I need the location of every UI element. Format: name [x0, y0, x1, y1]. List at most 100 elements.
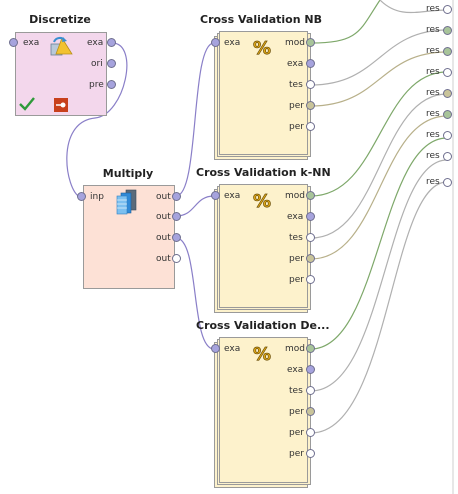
wire-cv-knn-tes[interactable]: [310, 93, 448, 239]
cv-de-output-port-per2[interactable]: [306, 428, 315, 437]
discretize-icon: [50, 36, 73, 56]
wire-cv-nb-tes[interactable]: [310, 29, 448, 86]
discretize-output-label-ori: ori: [91, 59, 103, 69]
result-port-7[interactable]: [443, 131, 452, 140]
percent-icon: %: [253, 344, 272, 364]
multiply-title: Multiply: [102, 167, 154, 180]
cv-knn-output-port-per2[interactable]: [306, 275, 315, 284]
discretize-output-label-pre: pre: [89, 80, 104, 90]
cv-knn-output-port-tes[interactable]: [306, 233, 315, 242]
cv-nb-output-label-exa: exa: [287, 59, 304, 69]
multiply-output-port-4[interactable]: [172, 254, 181, 263]
wire-cv-de-tes[interactable]: [310, 159, 448, 392]
multiply-input-port[interactable]: [77, 192, 86, 201]
cv-knn-output-label-per1: per: [289, 254, 304, 264]
cv-knn-output-label-tes: tes: [289, 233, 303, 243]
cv-nb-output-label-per2: per: [289, 122, 304, 132]
cv-nb-output-port-mod[interactable]: [306, 38, 315, 47]
cv-de-output-label-tes: tes: [289, 386, 303, 396]
cv-knn-output-port-exa[interactable]: [306, 212, 315, 221]
cv-de-input-label: exa: [224, 344, 241, 354]
cv-de-output-label-exa: exa: [287, 365, 304, 375]
cv-de-title: Cross Validation De...: [196, 319, 330, 332]
result-label-9: res: [426, 177, 440, 187]
cv-knn-operator[interactable]: [219, 184, 308, 308]
cv-de-input-port[interactable]: [211, 344, 220, 353]
result-label-3: res: [426, 46, 440, 56]
percent-icon: %: [253, 191, 272, 211]
cv-knn-output-port-per1[interactable]: [306, 254, 315, 263]
cv-nb-output-port-exa[interactable]: [306, 59, 315, 68]
result-port-9[interactable]: [443, 178, 452, 187]
svg-text:%: %: [253, 38, 271, 58]
result-label-8: res: [426, 151, 440, 161]
cv-knn-output-port-mod[interactable]: [306, 191, 315, 200]
cv-nb-output-label-mod: mod: [285, 38, 305, 48]
result-port-4[interactable]: [443, 68, 452, 77]
cv-knn-input-port[interactable]: [211, 191, 220, 200]
cv-de-output-port-mod[interactable]: [306, 344, 315, 353]
result-port-3[interactable]: [443, 47, 452, 56]
multiply-output-port-1[interactable]: [172, 192, 181, 201]
wire-extra-top[interactable]: [379, 0, 448, 14]
discretize-output-port-ori[interactable]: [107, 59, 116, 68]
cv-knn-title: Cross Validation k-NN: [196, 166, 331, 179]
cv-de-output-port-per3[interactable]: [306, 449, 315, 458]
multiply-output-label-1: out: [156, 192, 171, 202]
multiply-input-label: inp: [90, 192, 104, 202]
checkmark-icon: [19, 97, 35, 111]
cv-nb-operator[interactable]: [219, 31, 308, 155]
multiply-output-label-2: out: [156, 212, 171, 222]
multiply-output-label-4: out: [156, 254, 171, 264]
result-port-8[interactable]: [443, 152, 452, 161]
result-label-2: res: [426, 25, 440, 35]
result-port-2[interactable]: [443, 26, 452, 35]
result-port-5[interactable]: [443, 89, 452, 98]
multiply-icon: [116, 189, 137, 215]
cv-nb-output-port-per1[interactable]: [306, 101, 315, 110]
result-label-7: res: [426, 130, 440, 140]
wire-cv-de-per[interactable]: [310, 181, 448, 434]
cv-nb-output-port-tes[interactable]: [306, 80, 315, 89]
cv-knn-output-label-exa: exa: [287, 212, 304, 222]
cv-de-output-port-tes[interactable]: [306, 386, 315, 395]
result-port-1[interactable]: [443, 5, 452, 14]
cv-knn-output-label-mod: mod: [285, 191, 305, 201]
cv-de-output-label-per1: per: [289, 407, 304, 417]
wire-cv-knn-per[interactable]: [310, 115, 448, 260]
result-label-6: res: [426, 109, 440, 119]
wire-cv-knn-mod[interactable]: [310, 71, 448, 197]
cv-nb-output-port-per2[interactable]: [306, 122, 315, 131]
wire-multiply-to-cv-knn[interactable]: [175, 195, 215, 217]
wire-multiply-to-cv-nb[interactable]: [175, 42, 215, 197]
wire-discretize-to-multiply[interactable]: [66, 42, 128, 198]
wire-cv-nb-mod[interactable]: [310, 0, 381, 44]
discretize-output-port-pre[interactable]: [107, 80, 116, 89]
discretize-input-port-exa[interactable]: [9, 38, 18, 47]
wire-multiply-to-cv-de[interactable]: [175, 237, 215, 350]
cv-de-output-label-mod: mod: [285, 344, 305, 354]
multiply-output-port-3[interactable]: [172, 233, 181, 242]
cv-nb-title: Cross Validation NB: [200, 13, 322, 26]
cv-knn-input-label: exa: [224, 191, 241, 201]
result-label-1: res: [426, 4, 440, 14]
cv-de-output-port-per1[interactable]: [306, 407, 315, 416]
cv-de-operator[interactable]: [219, 337, 308, 483]
cv-de-output-label-per2: per: [289, 428, 304, 438]
result-port-6[interactable]: [443, 110, 452, 119]
discretize-output-port-exa[interactable]: [107, 38, 116, 47]
cv-nb-input-port[interactable]: [211, 38, 220, 47]
cv-nb-output-label-tes: tes: [289, 80, 303, 90]
multiply-output-port-2[interactable]: [172, 212, 181, 221]
wire-cv-de-mod[interactable]: [310, 137, 448, 350]
cv-de-output-port-exa[interactable]: [306, 365, 315, 374]
discretize-output-label-exa: exa: [87, 38, 104, 48]
breakpoint-icon: [54, 98, 68, 112]
percent-icon: %: [253, 38, 272, 58]
result-label-4: res: [426, 67, 440, 77]
cv-de-output-label-per3: per: [289, 449, 304, 459]
wire-cv-nb-per[interactable]: [310, 51, 448, 107]
cv-knn-output-label-per2: per: [289, 275, 304, 285]
cv-nb-input-label: exa: [224, 38, 241, 48]
